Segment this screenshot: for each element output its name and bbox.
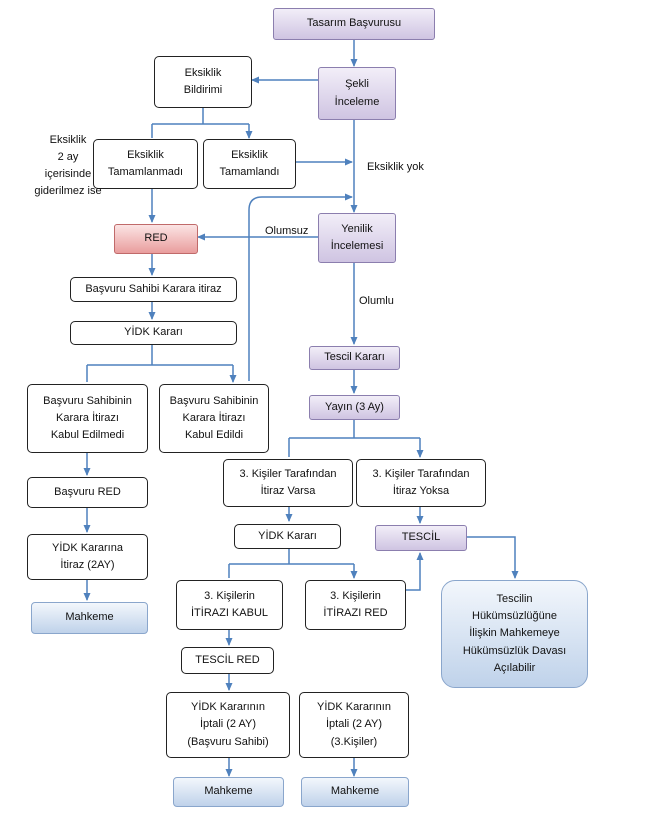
node-text-line: 3. Kişiler Tarafından (239, 466, 336, 483)
node-text: YİDK Kararı (124, 324, 183, 341)
node-itirazi-kabul: 3. Kişilerin İTİRAZI KABUL (176, 580, 283, 630)
node-mahkeme-3: Mahkeme (301, 777, 409, 807)
node-text-line: Eksiklik (185, 65, 222, 82)
node-itirazi-red: 3. Kişilerin İTİRAZI RED (305, 580, 406, 630)
node-itiraz-kabul-edildi: Başvuru Sahibinin Karara İtirazı Kabul E… (159, 384, 269, 453)
node-hukumsuzluk-davasi: Tescilin Hükümsüzlüğüne İlişkin Mahkemey… (441, 580, 588, 688)
node-iptal-basvuru-sahibi: YİDK Kararının İptali (2 AY) (Başvuru Sa… (166, 692, 290, 758)
node-text-line: İnceleme (335, 94, 380, 111)
node-text: Mahkeme (331, 783, 379, 800)
node-basvuru-sahibi-itiraz: Başvuru Sahibi Karara itiraz (70, 277, 237, 302)
label-line: içerisinde (26, 166, 110, 183)
node-text-line: Eksiklik (231, 147, 268, 164)
node-text-line: İncelemesi (331, 238, 384, 255)
node-ucuncu-itiraz-yoksa: 3. Kişiler Tarafından İtiraz Yoksa (356, 459, 486, 507)
node-text: TESCİL (402, 529, 441, 546)
node-text-line: YİDK Kararına (52, 540, 123, 557)
connector-bildirimi-split (152, 108, 249, 138)
label-line: Eksiklik (26, 132, 110, 149)
node-text: Mahkeme (204, 783, 252, 800)
connector-yidk2-split (229, 549, 354, 578)
node-text: YİDK Kararı (258, 528, 317, 545)
node-text-line: İTİRAZI RED (323, 605, 387, 622)
node-text-line: İtiraz Varsa (261, 483, 316, 500)
node-yidk-kararina-itiraz: YİDK Kararına İtiraz (2AY) (27, 534, 148, 580)
node-text-line: YİDK Kararının (191, 699, 265, 716)
node-text: Tasarım Başvurusu (307, 15, 401, 32)
node-text: Başvuru Sahibi Karara itiraz (85, 281, 221, 298)
node-tescil-red: TESCİL RED (181, 647, 274, 674)
node-text-line: Şekli (345, 76, 369, 93)
node-text-line: Tescilin (496, 591, 532, 608)
connector-tescil-to-hukumsuzluk (467, 537, 515, 578)
node-text-line: (Başvuru Sahibi) (187, 734, 268, 751)
node-text-line: 3. Kişilerin (330, 588, 381, 605)
node-yenilik-incelemesi: Yenilik İncelemesi (318, 213, 396, 263)
node-text: Mahkeme (65, 609, 113, 626)
node-text-line: Karara İtirazı (183, 410, 246, 427)
node-itiraz-kabul-edilmedi: Başvuru Sahibinin Karara İtirazı Kabul E… (27, 384, 148, 453)
node-text-line: Başvuru Sahibinin (170, 393, 259, 410)
label-eksiklik-2ay: Eksiklik 2 ay içerisinde giderilmez ise (26, 132, 110, 200)
node-text-line: Eksiklik (127, 147, 164, 164)
node-sekli-inceleme: Şekli İnceleme (318, 67, 396, 120)
node-text-line: (3.Kişiler) (331, 734, 377, 751)
node-text-line: İtiraz Yoksa (393, 483, 449, 500)
node-text-line: Bildirimi (184, 82, 223, 99)
node-tescil: TESCİL (375, 525, 467, 551)
node-tasarim-basvurusu: Tasarım Başvurusu (273, 8, 435, 40)
node-text-line: YİDK Kararının (317, 699, 391, 716)
node-text-line: 3. Kişilerin (204, 588, 255, 605)
node-text-line: İptali (2 AY) (200, 716, 256, 733)
node-text: TESCİL RED (195, 652, 259, 669)
node-text-line: Karara İtirazı (56, 410, 119, 427)
node-mahkeme-1: Mahkeme (31, 602, 148, 634)
node-text-line: İTİRAZI KABUL (191, 605, 268, 622)
connector-yidk-split (87, 345, 233, 382)
node-text-line: Tamamlandı (220, 164, 280, 181)
node-mahkeme-2: Mahkeme (173, 777, 284, 807)
connector-yayin-split (289, 420, 420, 457)
label-line: giderilmez ise (26, 183, 110, 200)
node-text-line: Hükümsüzlüğüne (472, 608, 557, 625)
node-text-line: İtiraz (2AY) (60, 557, 114, 574)
label-olumlu: Olumlu (359, 293, 394, 310)
node-iptal-ucuncu-kisiler: YİDK Kararının İptali (2 AY) (3.Kişiler) (299, 692, 409, 758)
connector-itirazired-to-tescil (406, 553, 420, 590)
node-text-line: Açılabilir (494, 660, 536, 677)
node-text: Yayın (3 Ay) (325, 399, 384, 416)
label-eksiklik-yok: Eksiklik yok (367, 159, 424, 176)
node-eksiklik-tamamlandi: Eksiklik Tamamlandı (203, 139, 296, 189)
node-tescil-karari: Tescil Kararı (309, 346, 400, 370)
label-olumsuz: Olumsuz (265, 223, 308, 240)
node-text-line: 3. Kişiler Tarafından (372, 466, 469, 483)
node-yidk-karari-1: YİDK Kararı (70, 321, 237, 345)
node-text-line: Tamamlanmadı (108, 164, 183, 181)
node-text-line: İptali (2 AY) (326, 716, 382, 733)
node-text: RED (144, 230, 167, 247)
node-text: Tescil Kararı (324, 349, 385, 366)
node-text-line: İlişkin Mahkemeye (469, 625, 559, 642)
node-red: RED (114, 224, 198, 254)
node-yayin: Yayın (3 Ay) (309, 395, 400, 420)
node-text-line: Yenilik (341, 221, 372, 238)
node-eksiklik-bildirimi: Eksiklik Bildirimi (154, 56, 252, 108)
node-text-line: Kabul Edildi (185, 427, 243, 444)
node-text-line: Başvuru Sahibinin (43, 393, 132, 410)
node-yidk-karari-2: YİDK Kararı (234, 524, 341, 549)
node-text: Başvuru RED (54, 484, 121, 501)
node-basvuru-red: Başvuru RED (27, 477, 148, 508)
node-ucuncu-itiraz-varsa: 3. Kişiler Tarafından İtiraz Varsa (223, 459, 353, 507)
label-line: 2 ay (26, 149, 110, 166)
node-text-line: Hükümsüzlük Davası (463, 643, 566, 660)
node-text-line: Kabul Edilmedi (51, 427, 124, 444)
